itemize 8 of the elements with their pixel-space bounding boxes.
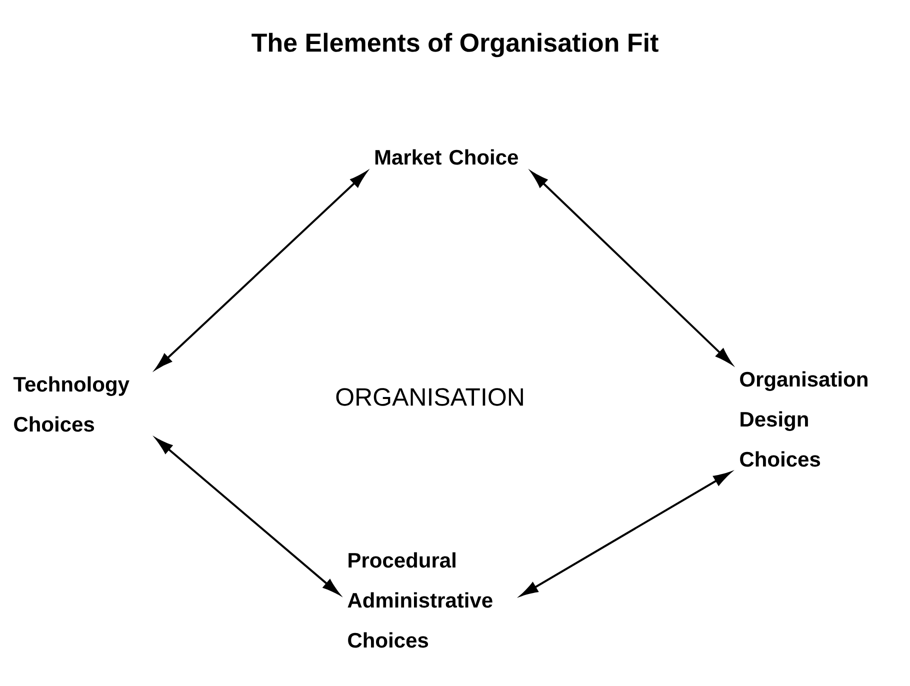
double-arrow — [155, 171, 367, 370]
node-label: Procedural Administrative Choices — [348, 552, 492, 648]
node-label: Market Choice — [375, 149, 518, 165]
node-label: Technology Choices — [13, 376, 130, 432]
node-label: Organisation Design Choices — [740, 371, 868, 467]
title: The Elements of Organisation Fit — [252, 32, 658, 58]
double-arrow — [531, 172, 732, 364]
center-label: ORGANISATION — [336, 388, 523, 406]
